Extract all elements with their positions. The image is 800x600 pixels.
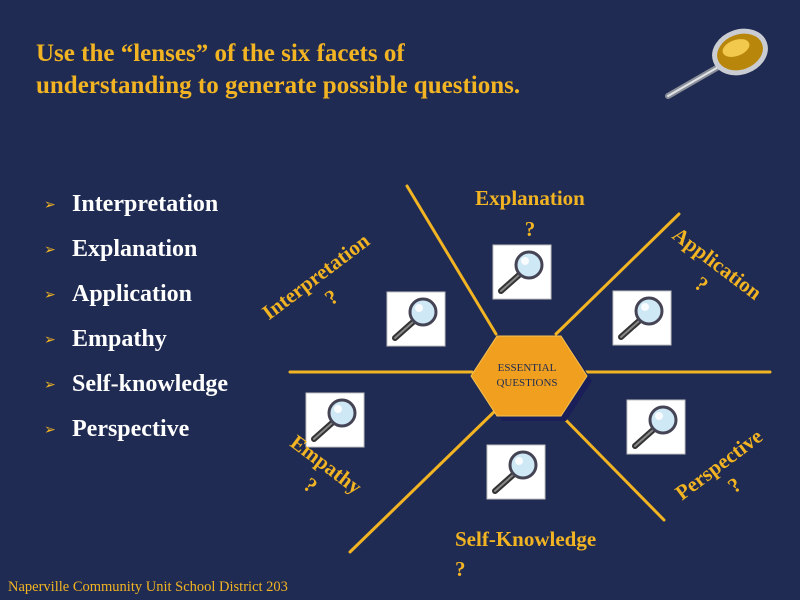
- slide-title: Use the “lenses” of the six facets of un…: [36, 38, 656, 102]
- list-item-label: Interpretation: [72, 191, 219, 217]
- list-item: ➢ Explanation: [44, 227, 228, 272]
- facet-label: Interpretation: [257, 228, 374, 324]
- list-item: ➢ Empathy: [44, 317, 228, 362]
- magnifier-card-icon: [613, 291, 671, 345]
- arrow-bullet-icon: ➢: [44, 286, 56, 303]
- facet-label-perspective: Perspective ?: [671, 424, 767, 505]
- footer-text: Naperville Community Unit School Distric…: [8, 579, 288, 595]
- facet-label: Explanation: [475, 186, 585, 210]
- facet-label: Self-Knowledge: [455, 527, 596, 551]
- list-item-label: Explanation: [72, 236, 198, 262]
- magnifier-card-icon: [387, 292, 445, 346]
- spoke-line: [348, 408, 498, 554]
- hexagon-label-line-1: ESSENTIAL: [498, 362, 557, 374]
- question-mark: ?: [320, 284, 343, 309]
- question-mark: ?: [690, 271, 713, 296]
- spoke-line: [405, 184, 498, 336]
- question-mark: ?: [455, 557, 466, 581]
- title-line-2: understanding to generate possible quest…: [36, 72, 521, 99]
- magnifier-card-icon: [493, 245, 551, 299]
- list-item: ➢ Self-knowledge: [44, 362, 228, 407]
- facet-label-interpretation: Interpretation ?: [257, 228, 374, 324]
- magnifier-icon: [665, 28, 768, 99]
- hexagon-label-line-2: QUESTIONS: [496, 377, 557, 389]
- spoke-line: [554, 408, 666, 522]
- question-mark: ?: [299, 472, 322, 497]
- facet-label: Application: [668, 222, 767, 305]
- arrow-bullet-icon: ➢: [44, 196, 56, 213]
- list-item: ➢ Interpretation: [44, 182, 228, 227]
- facet-label-self-knowledge: Self-Knowledge ?: [455, 527, 596, 581]
- spoke-line: [554, 212, 681, 336]
- magnifier-card-icon: [306, 393, 364, 447]
- question-mark: ?: [525, 217, 536, 241]
- list-item: ➢ Application: [44, 272, 228, 317]
- arrow-bullet-icon: ➢: [44, 421, 56, 438]
- list-item-label: Application: [72, 281, 193, 307]
- arrow-bullet-icon: ➢: [44, 331, 56, 348]
- arrow-bullet-icon: ➢: [44, 241, 56, 258]
- facet-label-explanation: Explanation ?: [475, 186, 585, 241]
- list-item-label: Self-knowledge: [72, 371, 228, 397]
- list-item-label: Empathy: [72, 326, 167, 352]
- diagram-spokes: [288, 184, 772, 554]
- question-mark: ?: [723, 472, 746, 497]
- essential-questions-hexagon: ESSENTIAL QUESTIONS: [470, 335, 592, 421]
- list-item-label: Perspective: [72, 416, 190, 442]
- arrow-bullet-icon: ➢: [44, 376, 56, 393]
- list-item: ➢ Perspective: [44, 407, 228, 452]
- title-line-1: Use the “lenses” of the six facets of: [36, 40, 405, 67]
- magnifier-card-icon: [487, 445, 545, 499]
- magnifier-card-icon: [627, 400, 685, 454]
- facet-list: ➢ Interpretation ➢ Explanation ➢ Applicatio…: [44, 182, 228, 452]
